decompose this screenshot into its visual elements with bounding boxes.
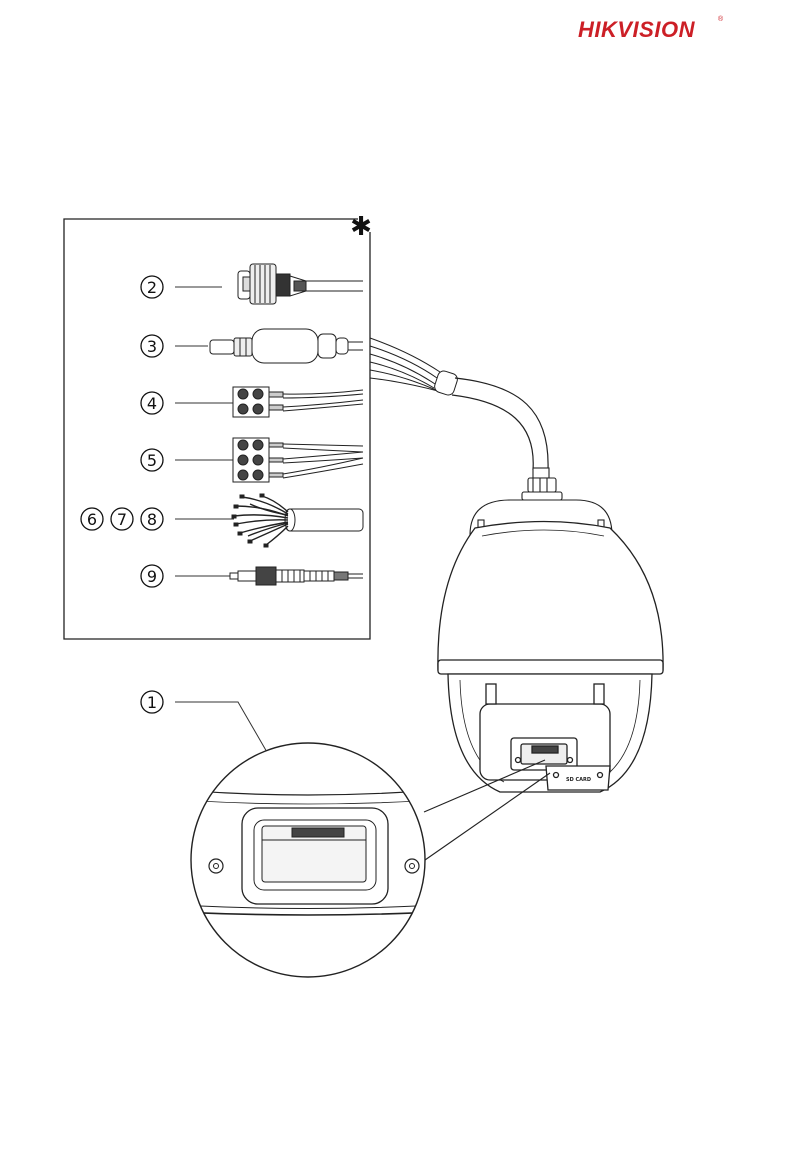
callout-9: 9 bbox=[141, 565, 230, 587]
callout-3: 3 bbox=[141, 335, 208, 357]
video-connector bbox=[210, 329, 363, 363]
fiber-connector bbox=[230, 567, 363, 585]
callout-8-label: 8 bbox=[147, 510, 157, 529]
callout-2: 2 bbox=[141, 276, 222, 298]
asterisk-mark: ✱ bbox=[350, 212, 372, 242]
sd-slot-magnified bbox=[180, 743, 436, 977]
callout-3-label: 3 bbox=[147, 337, 157, 356]
callout-6-label: 6 bbox=[87, 510, 97, 529]
callout-5: 5 bbox=[141, 449, 233, 471]
network-connector bbox=[238, 264, 363, 304]
callout-2-label: 2 bbox=[147, 278, 157, 297]
six-pin-terminal bbox=[233, 438, 363, 482]
camera-dome bbox=[438, 522, 663, 793]
callout-9-label: 9 bbox=[147, 567, 157, 586]
callout-7: 7 bbox=[111, 508, 133, 530]
callout-5-label: 5 bbox=[147, 451, 157, 470]
four-pin-terminal bbox=[233, 387, 363, 417]
cable-bundle bbox=[370, 338, 548, 470]
callout-8: 8 bbox=[141, 508, 234, 530]
sd-card-label: SD CARD bbox=[566, 777, 591, 783]
callout-4-label: 4 bbox=[147, 394, 157, 413]
callout-4: 4 bbox=[141, 392, 233, 414]
callout-1-label: 1 bbox=[147, 693, 157, 712]
callout-7-label: 7 bbox=[117, 510, 127, 529]
alarm-wires bbox=[232, 494, 363, 547]
callout-6: 6 bbox=[81, 508, 103, 530]
